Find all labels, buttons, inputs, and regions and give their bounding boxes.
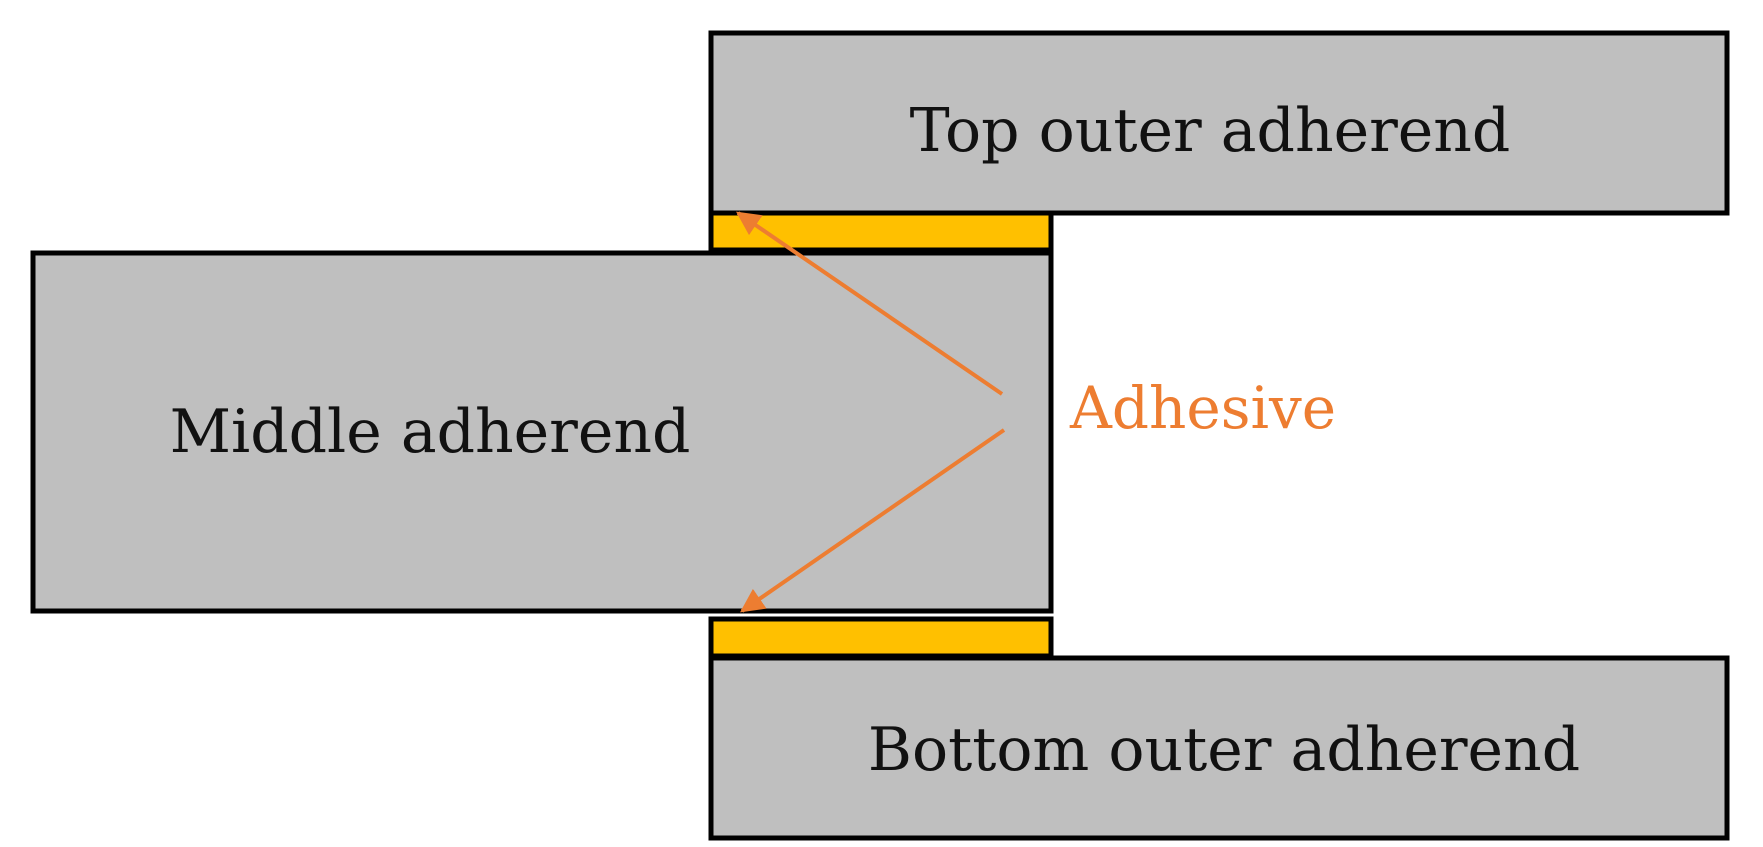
adhesive-label: Adhesive [1069, 374, 1336, 442]
middle-adherend-label: Middle adherend [170, 397, 691, 467]
adhesive-arrow-top [736, 211, 1004, 396]
bottom-outer-adherend [708, 655, 1730, 841]
bottom-adhesive-layer [708, 616, 1054, 659]
bottom-outer-adherend-label: Bottom outer adherend [868, 715, 1580, 785]
adhesive-arrow-bottom [740, 428, 1006, 613]
top-outer-adherend-label: Top outer adherend [910, 96, 1511, 166]
top-outer-adherend [708, 30, 1730, 216]
